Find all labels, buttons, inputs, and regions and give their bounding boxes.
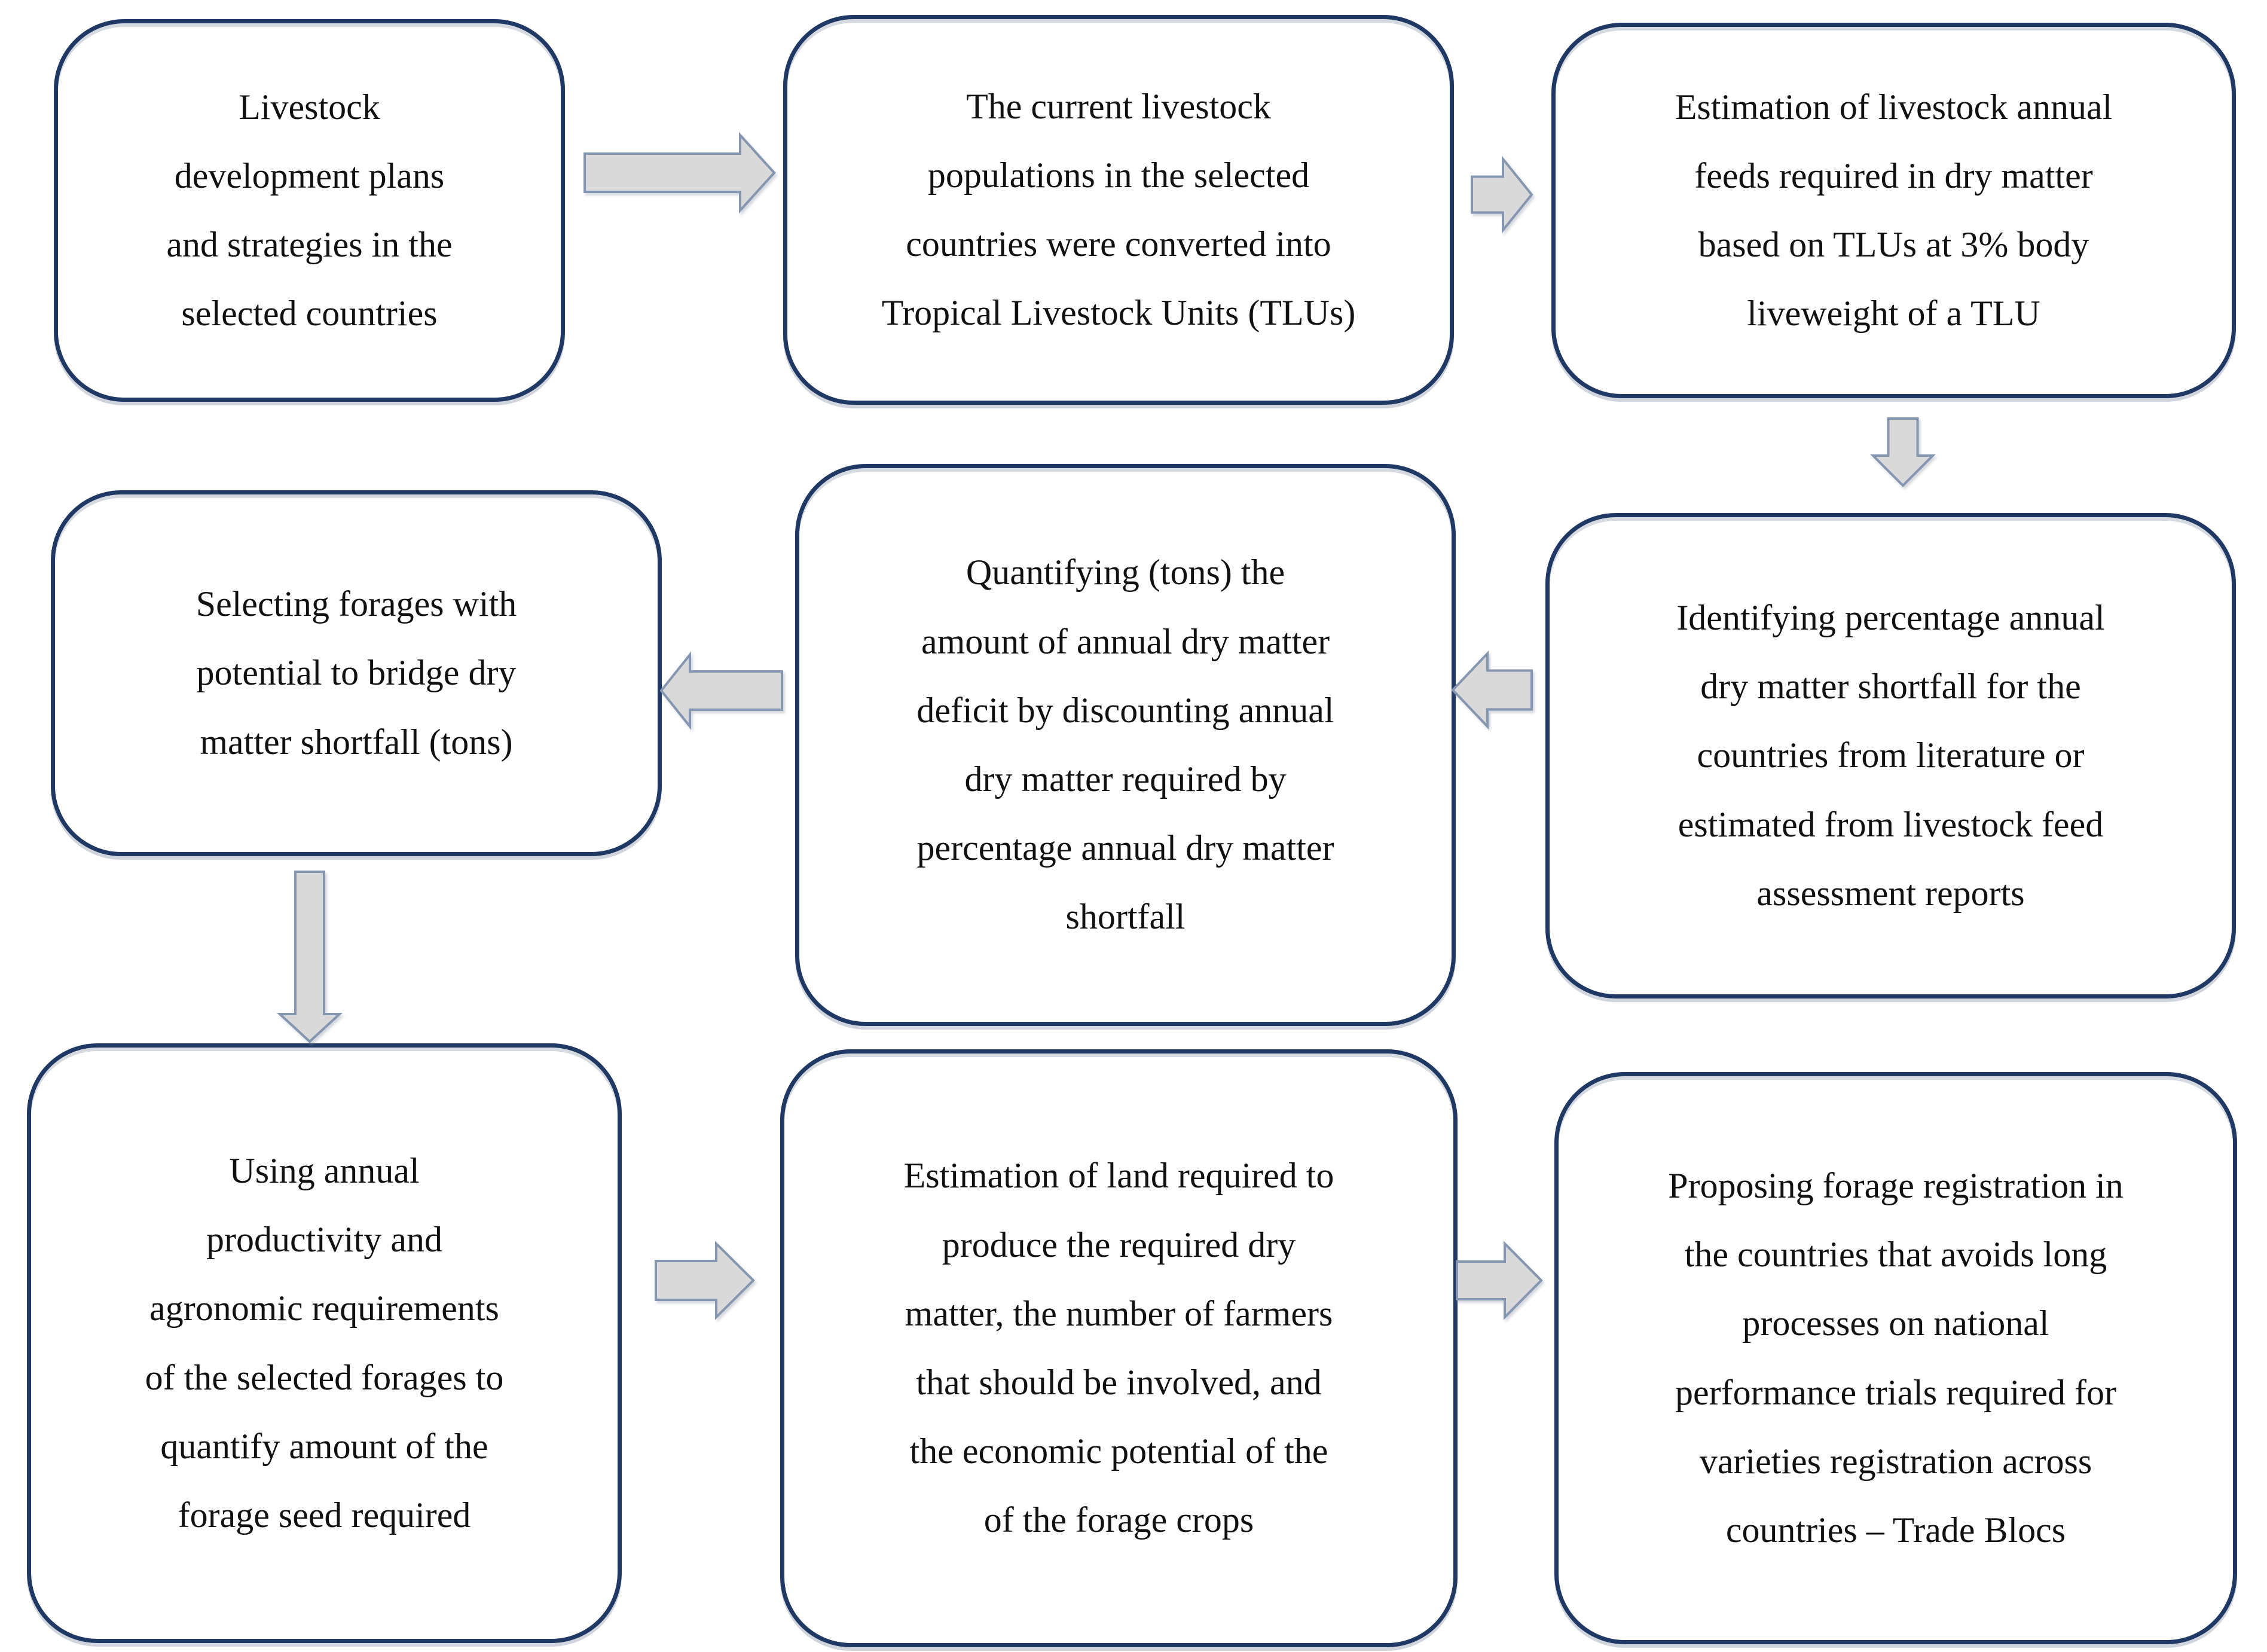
box-livestock-plans: Livestock development plans and strategi… xyxy=(54,19,565,402)
box-forage-selection: Selecting forages with potential to brid… xyxy=(51,490,662,856)
arrow-8-to-9 xyxy=(1456,1241,1543,1320)
arrow-6-to-5 xyxy=(1451,650,1533,730)
box-feed-estimation-text: Estimation of livestock annual feeds req… xyxy=(1675,87,2113,334)
box-land-farmers-economics-text: Estimation of land required to produce t… xyxy=(903,1156,1334,1540)
box-tlu-conversion: The current livestock populations in the… xyxy=(783,15,1454,405)
arrow-5-to-4 xyxy=(659,651,783,730)
box-forage-seed-requirement: Using annual productivity and agronomic … xyxy=(27,1043,622,1643)
arrow-2-to-3 xyxy=(1471,155,1533,234)
arrow-4-to-7 xyxy=(276,871,343,1043)
arrow-1-to-2 xyxy=(583,132,776,214)
box-land-farmers-economics: Estimation of land required to produce t… xyxy=(780,1049,1458,1647)
box-dry-matter-shortfall-identification: Identifying percentage annual dry matter… xyxy=(1545,513,2236,998)
box-dry-matter-deficit-quantification: Quantifying (tons) the amount of annual … xyxy=(795,464,1456,1026)
arrow-3-to-6 xyxy=(1870,417,1936,487)
box-livestock-plans-text: Livestock development plans and strategi… xyxy=(166,87,453,334)
box-forage-registration-text: Proposing forage registration in the cou… xyxy=(1668,1165,2124,1550)
box-feed-estimation: Estimation of livestock annual feeds req… xyxy=(1551,23,2236,398)
box-forage-registration: Proposing forage registration in the cou… xyxy=(1554,1072,2237,1644)
box-forage-seed-requirement-text: Using annual productivity and agronomic … xyxy=(145,1150,504,1535)
box-tlu-conversion-text: The current livestock populations in the… xyxy=(881,86,1356,333)
box-dry-matter-deficit-quantification-text: Quantifying (tons) the amount of annual … xyxy=(916,552,1334,937)
arrow-7-to-8 xyxy=(655,1241,755,1320)
box-forage-selection-text: Selecting forages with potential to brid… xyxy=(195,584,517,762)
box-dry-matter-shortfall-identification-text: Identifying percentage annual dry matter… xyxy=(1676,598,2105,913)
